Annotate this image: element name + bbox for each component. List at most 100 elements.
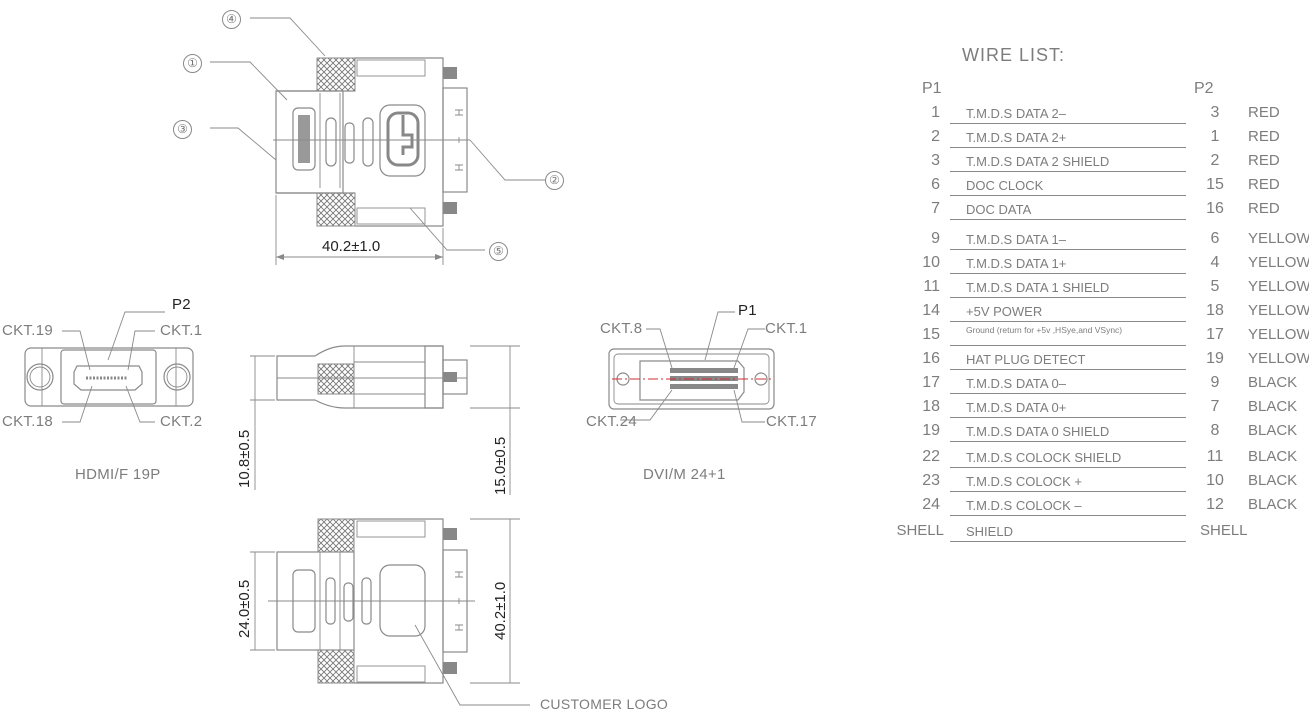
customer-logo-label: CUSTOMER LOGO bbox=[540, 696, 669, 712]
hdmi-pin-19: CKT.19 bbox=[2, 322, 53, 339]
p1-pin: 9 bbox=[931, 230, 940, 247]
p2-pin: 6 bbox=[1210, 230, 1220, 247]
signal-name: T.M.D.S COLOCK SHIELD bbox=[950, 448, 1186, 468]
p1-pin: 3 bbox=[931, 152, 940, 169]
p2-pin: 15 bbox=[1206, 176, 1224, 193]
p2-pin: 2 bbox=[1210, 152, 1220, 169]
bottom-left-dimension: 24.0±0.5 bbox=[236, 579, 253, 638]
signal-name: T.M.D.S DATA 2 SHIELD bbox=[950, 152, 1186, 172]
table-row: 22 T.M.D.S COLOCK SHIELD 11 BLACK bbox=[890, 448, 1309, 472]
hdmi-pin-1: CKT.1 bbox=[160, 322, 203, 339]
p1-pin: 11 bbox=[923, 278, 940, 295]
wire-color: BLACK bbox=[1248, 422, 1298, 439]
p2-pin: 4 bbox=[1210, 254, 1220, 271]
wire-color: BLACK bbox=[1248, 374, 1298, 391]
wire-color: YELLOW bbox=[1248, 302, 1309, 319]
signal-name: Ground (return for +5v ,HSye,and VSync) bbox=[950, 326, 1186, 346]
signal-name: T.M.D.S DATA 2– bbox=[950, 104, 1186, 124]
signal-name: T.M.D.S DATA 2+ bbox=[950, 128, 1186, 148]
dvi-pin-24: CKT.24 bbox=[586, 413, 637, 430]
wire-color: BLACK bbox=[1248, 448, 1298, 465]
signal-name: T.M.D.S DATA 1– bbox=[950, 230, 1186, 250]
bottom-right-dimension: 40.2±1.0 bbox=[492, 581, 509, 640]
p1-pin: 2 bbox=[931, 128, 940, 145]
dvi-port-label: P1 bbox=[738, 302, 757, 319]
wire-list-title: WIRE LIST: bbox=[962, 45, 1066, 65]
table-row: 17 T.M.D.S DATA 0– 9 BLACK bbox=[890, 374, 1309, 398]
p2-pin: 7 bbox=[1210, 398, 1220, 415]
bottom-view-adapter bbox=[250, 518, 530, 706]
wire-color: RED bbox=[1248, 200, 1280, 217]
table-row: 15 Ground (return for +5v ,HSye,and VSync… bbox=[890, 326, 1309, 350]
p1-pin: 19 bbox=[922, 422, 940, 439]
p1-pin: 24 bbox=[922, 496, 940, 513]
wire-color: YELLOW bbox=[1248, 326, 1309, 343]
top-width-dimension: 40.2±1.0 bbox=[322, 238, 381, 255]
p2-pin: 17 bbox=[1206, 326, 1224, 343]
wire-color: RED bbox=[1248, 104, 1280, 121]
signal-name: T.M.D.S DATA 1+ bbox=[950, 254, 1186, 274]
p1-pin: 15 bbox=[922, 326, 940, 343]
p1-pin: SHELL bbox=[896, 522, 944, 539]
callout-3: ③ bbox=[173, 120, 192, 139]
dvi-pin-17: CKT.17 bbox=[766, 413, 817, 430]
signal-name: DOC DATA bbox=[950, 200, 1186, 220]
p1-pin: 22 bbox=[922, 448, 940, 465]
signal-name: T.M.D.S COLOCK + bbox=[950, 472, 1186, 492]
signal-name: DOC CLOCK bbox=[950, 176, 1186, 196]
side-view-adapter bbox=[250, 345, 520, 495]
top-view-adapter bbox=[210, 17, 545, 265]
wire-color: YELLOW bbox=[1248, 254, 1309, 271]
wire-color: YELLOW bbox=[1248, 278, 1309, 295]
p2-pin: 12 bbox=[1206, 496, 1224, 513]
callout-2: ② bbox=[545, 171, 564, 190]
p1-pin: 14 bbox=[922, 302, 940, 319]
p2-pin: 18 bbox=[1206, 302, 1224, 319]
header-p2: P2 bbox=[1194, 80, 1214, 97]
p2-pin: 8 bbox=[1210, 422, 1220, 439]
signal-name: T.M.D.S DATA 1 SHIELD bbox=[950, 278, 1186, 298]
header-p1: P1 bbox=[922, 80, 942, 97]
p1-pin: 16 bbox=[922, 350, 940, 367]
dvi-pin-8: CKT.8 bbox=[600, 320, 643, 337]
p2-pin: 5 bbox=[1210, 278, 1220, 295]
wire-color: BLACK bbox=[1248, 496, 1298, 513]
p2-pin: 11 bbox=[1206, 448, 1224, 465]
signal-name: HAT PLUG DETECT bbox=[950, 350, 1186, 370]
callout-5: ⑤ bbox=[489, 242, 508, 261]
p2-pin: 16 bbox=[1206, 200, 1224, 217]
p2-pin: 19 bbox=[1206, 350, 1224, 367]
signal-name: T.M.D.S DATA 0+ bbox=[950, 398, 1186, 418]
hdmi-pin-2: CKT.2 bbox=[160, 413, 203, 430]
signal-name: T.M.D.S DATA 0– bbox=[950, 374, 1186, 394]
signal-name: T.M.D.S DATA 0 SHIELD bbox=[950, 422, 1186, 442]
p2-pin: 9 bbox=[1210, 374, 1220, 391]
callout-4: ④ bbox=[222, 10, 241, 29]
table-row: 24 T.M.D.S COLOCK – 12 BLACK bbox=[890, 496, 1309, 520]
table-row: 11 T.M.D.S DATA 1 SHIELD 5 YELLOW bbox=[890, 278, 1309, 302]
dvi-caption: DVI/M 24+1 bbox=[643, 466, 726, 483]
wire-color: BLACK bbox=[1248, 398, 1298, 415]
p1-pin: 6 bbox=[931, 176, 940, 193]
p1-pin: 7 bbox=[931, 200, 940, 217]
p1-pin: 17 bbox=[922, 374, 940, 391]
signal-name: SHIELD bbox=[950, 522, 1186, 542]
hdmi-connector-face bbox=[24, 311, 194, 423]
side-left-dimension: 10.8±0.5 bbox=[236, 429, 253, 488]
signal-name: T.M.D.S COLOCK – bbox=[950, 496, 1186, 516]
hdmi-port-label: P2 bbox=[172, 296, 191, 313]
dvi-connector-face bbox=[608, 311, 775, 423]
dvi-pin-1: CKT.1 bbox=[765, 320, 808, 337]
wire-color: YELLOW bbox=[1248, 350, 1309, 367]
hdmi-caption: HDMI/F 19P bbox=[75, 466, 161, 483]
